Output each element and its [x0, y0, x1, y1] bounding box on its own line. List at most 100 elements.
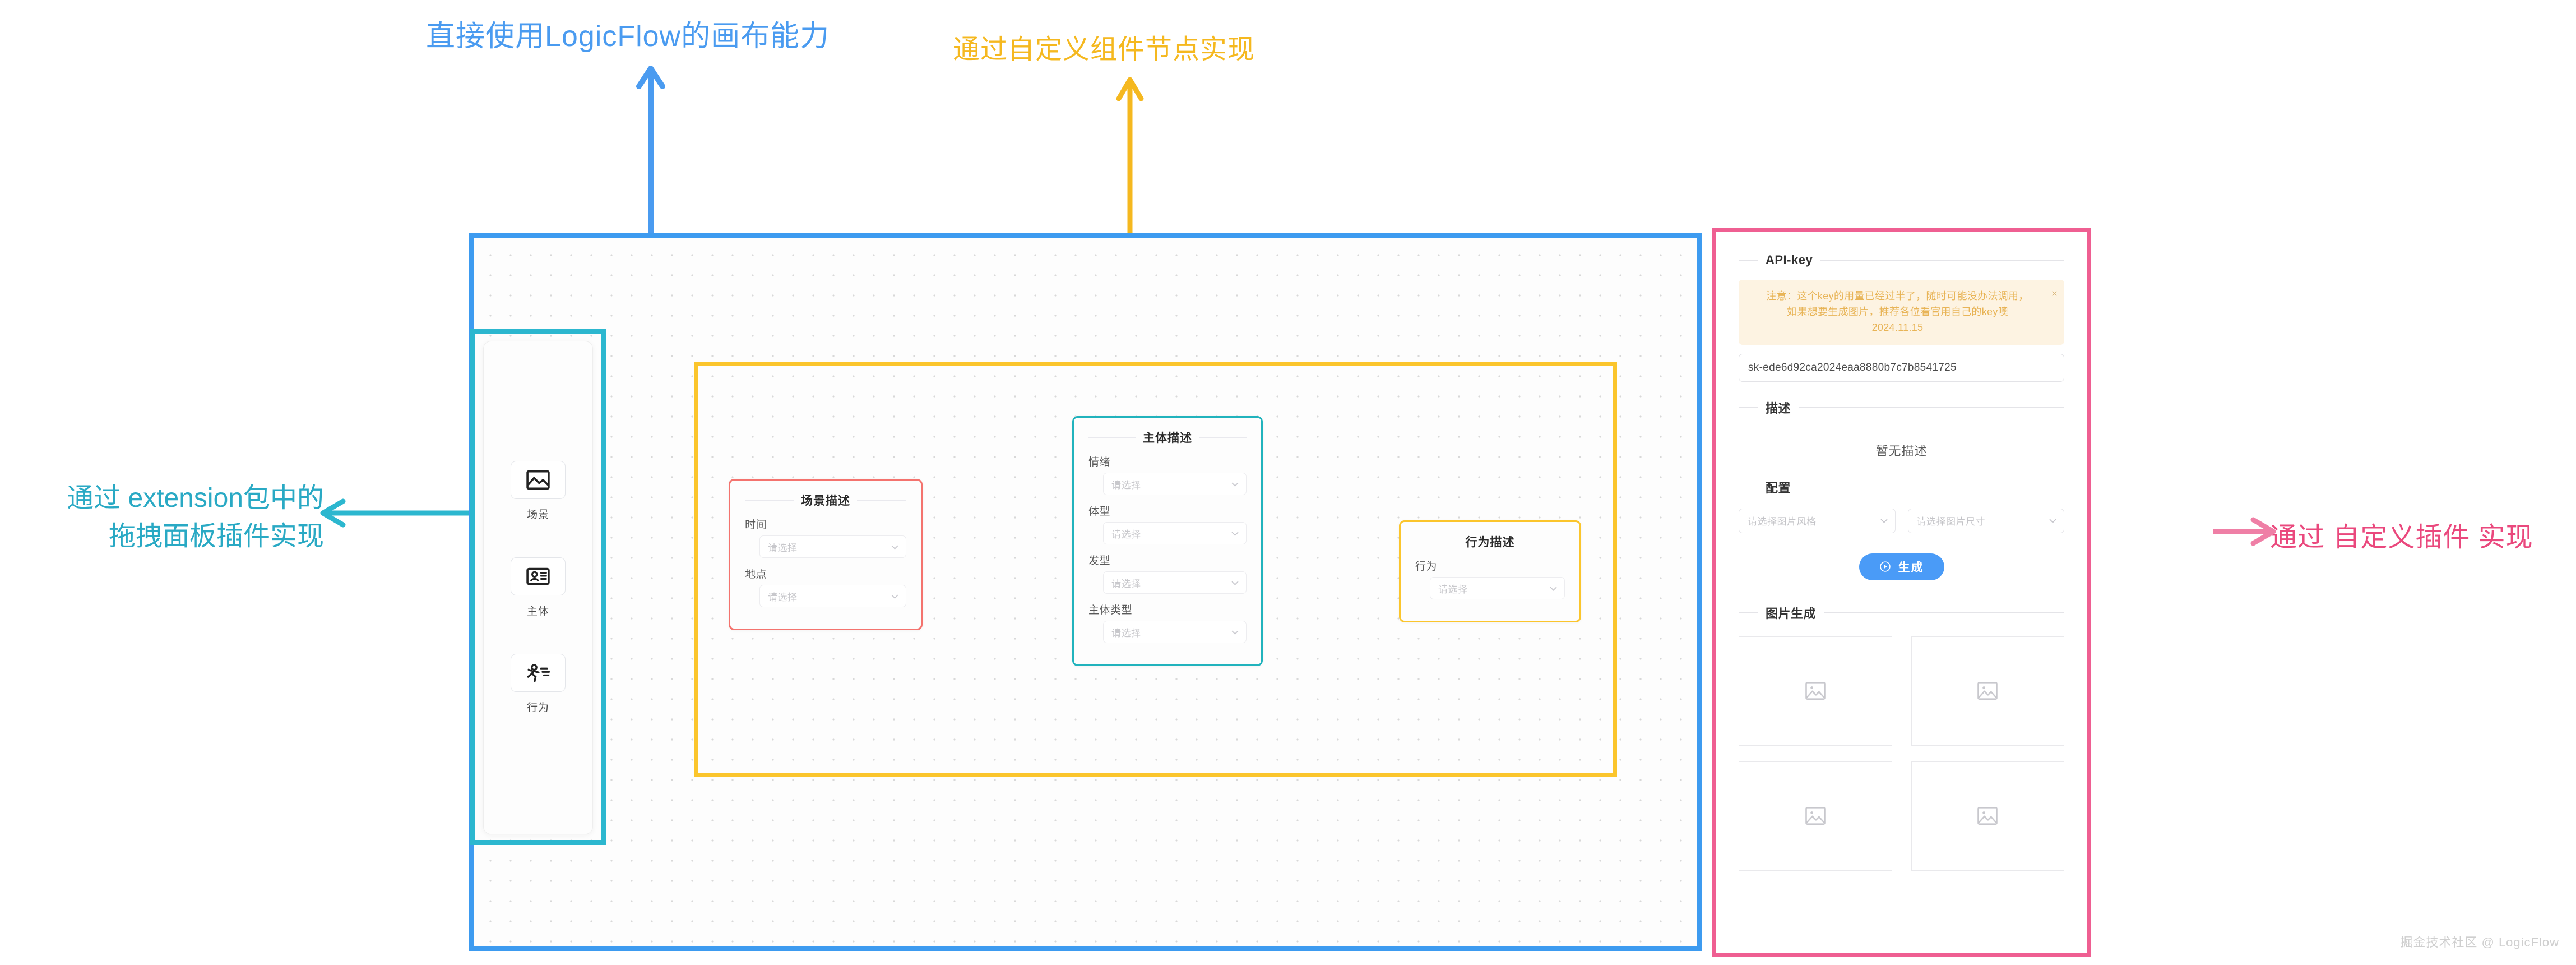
apikey-warning-line2: 如果想要生成图片，推荐各位看官用自己的key噢 [1787, 306, 2008, 317]
field-subject-hair-select[interactable]: 请选择 [1103, 571, 1247, 594]
field-action-behavior-label: 行为 [1415, 561, 1438, 572]
drag-item-action[interactable]: 行为 [511, 654, 566, 714]
chevron-down-icon [2049, 519, 2056, 524]
drag-item-subject[interactable]: 主体 [511, 557, 566, 618]
section-header-config: 配置 [1739, 478, 2064, 496]
section-line [1799, 486, 2064, 488]
image-size-placeholder: 请选择图片尺寸 [1916, 516, 1985, 528]
drag-item-subject-icon-box[interactable] [511, 557, 566, 595]
field-subject-type-label: 主体类型 [1088, 604, 1133, 616]
custom-node-group-outline [694, 362, 1617, 777]
field-scene-time-label: 时间 [745, 519, 767, 531]
drag-item-scene-icon-box[interactable] [511, 461, 566, 499]
generate-button-row: 生成 [1739, 553, 2064, 580]
section-header-image-generation: 图片生成 [1739, 604, 2064, 622]
image-icon [526, 470, 550, 490]
section-line [1824, 612, 2064, 613]
image-placeholder-icon [1805, 682, 1826, 700]
image-size-select[interactable]: 请选择图片尺寸 [1907, 508, 2064, 533]
node-action-header: 行为描述 [1415, 533, 1565, 550]
image-result-cell[interactable] [1739, 636, 1892, 746]
field-subject-body-placeholder: 请选择 [1111, 529, 1141, 540]
chevron-down-icon [1231, 630, 1239, 635]
close-icon[interactable]: × [2051, 288, 2058, 300]
node-scene-header: 场景描述 [745, 492, 906, 509]
node-subject-title: 主体描述 [1143, 432, 1192, 445]
field-scene-place-select[interactable]: 请选择 [759, 585, 906, 607]
field-action-behavior-placeholder: 请选择 [1438, 584, 1468, 595]
field-action-behavior-select[interactable]: 请选择 [1430, 577, 1565, 599]
annotation-drag-panel-note: 通过 extension包中的 拖拽面板插件实现 [67, 483, 324, 552]
watermark: 掘金技术社区 @ LogicFlow [2400, 935, 2559, 949]
field-scene-time-placeholder: 请选择 [768, 542, 798, 553]
apikey-warning-line1: 注意：这个key的用量已经过半了，随时可能没办法调用， [1766, 290, 2029, 302]
section-dash [1739, 486, 1758, 488]
image-result-grid [1739, 636, 2064, 871]
section-title-apikey: API-key [1766, 253, 1813, 267]
description-empty-text: 暂无描述 [1875, 444, 1928, 458]
generate-button-label: 生成 [1898, 561, 1924, 574]
drag-panel: 场景 主体 [483, 341, 593, 834]
id-card-icon [526, 567, 550, 585]
field-subject-emotion: 情绪 请选择 [1088, 454, 1247, 495]
node-subject-description[interactable]: 主体描述 情绪 请选择 体型 请选择 发型 请选择 主体类型 [1072, 416, 1263, 666]
field-subject-emotion-placeholder: 请选择 [1111, 479, 1141, 491]
section-header-apikey: API-key [1739, 253, 2064, 267]
chevron-down-icon [891, 594, 898, 599]
chevron-down-icon [891, 545, 898, 550]
section-title-description: 描述 [1766, 401, 1791, 415]
section-dash [1739, 612, 1758, 613]
drag-item-scene[interactable]: 场景 [511, 461, 566, 521]
chevron-down-icon [1880, 519, 1887, 524]
drag-item-action-icon-box[interactable] [511, 654, 566, 692]
field-scene-place-label: 地点 [745, 569, 767, 580]
drag-item-scene-label: 场景 [526, 509, 549, 521]
image-result-cell[interactable] [1911, 761, 2064, 871]
node-scene-description[interactable]: 场景描述 时间 请选择 地点 请选择 [729, 479, 923, 630]
image-placeholder-icon [1977, 807, 1998, 825]
section-title-image-generation: 图片生成 [1766, 606, 1817, 621]
arrow-right-pink-icon [2213, 517, 2276, 546]
section-line [1799, 407, 2064, 408]
field-action-behavior: 行为 请选择 [1415, 558, 1565, 599]
drag-panel-outline [470, 329, 606, 845]
apikey-warning-banner: 注意：这个key的用量已经过半了，随时可能没办法调用， 如果想要生成图片，推荐各… [1739, 280, 2064, 345]
image-result-cell[interactable] [1911, 636, 2064, 746]
node-scene-title: 场景描述 [801, 495, 850, 507]
field-subject-body-label: 体型 [1088, 506, 1111, 518]
field-scene-time-select[interactable]: 请选择 [759, 535, 906, 558]
node-title-divider-left [745, 500, 794, 501]
chevron-down-icon [1231, 482, 1239, 487]
node-title-divider-left [1088, 437, 1136, 438]
field-subject-emotion-select[interactable]: 请选择 [1103, 473, 1247, 495]
section-line [1820, 260, 2064, 261]
node-title-divider-right [1199, 437, 1247, 438]
field-subject-hair: 发型 请选择 [1088, 552, 1247, 594]
field-subject-body-select[interactable]: 请选择 [1103, 522, 1247, 544]
field-subject-hair-label: 发型 [1088, 555, 1111, 567]
arrow-left-teal-icon [320, 498, 485, 528]
annotation-canvas-note: 直接使用LogicFlow的画布能力 [426, 20, 830, 53]
image-style-placeholder: 请选择图片风格 [1748, 516, 1817, 528]
section-dash [1739, 407, 1758, 408]
generate-button[interactable]: 生成 [1859, 553, 1944, 580]
field-scene-time: 时间 请选择 [745, 516, 906, 558]
node-action-description[interactable]: 行为描述 行为 请选择 [1399, 520, 1581, 622]
drag-item-subject-label: 主体 [526, 606, 549, 617]
field-scene-place: 地点 请选择 [745, 566, 906, 607]
node-title-divider-right [857, 500, 906, 501]
node-subject-header: 主体描述 [1088, 429, 1247, 446]
custom-plugin-panel: API-key 注意：这个key的用量已经过半了，随时可能没办法调用， 如果想要… [1712, 228, 2091, 957]
image-result-cell[interactable] [1739, 761, 1892, 871]
apikey-input[interactable]: sk-ede6d92ca2024eaa8880b7c7b8541725 [1739, 353, 2064, 382]
node-action-title: 行为描述 [1465, 536, 1515, 549]
running-person-icon [527, 664, 550, 682]
chevron-down-icon [1550, 587, 1557, 591]
section-header-description: 描述 [1739, 399, 2064, 417]
field-scene-place-placeholder: 请选择 [768, 592, 798, 603]
image-placeholder-icon [1977, 682, 1998, 700]
image-style-select[interactable]: 请选择图片风格 [1739, 508, 1896, 533]
annotation-right-panel-note: 通过 自定义插件 实现 [2270, 523, 2533, 552]
field-subject-type-select[interactable]: 请选择 [1103, 621, 1247, 643]
